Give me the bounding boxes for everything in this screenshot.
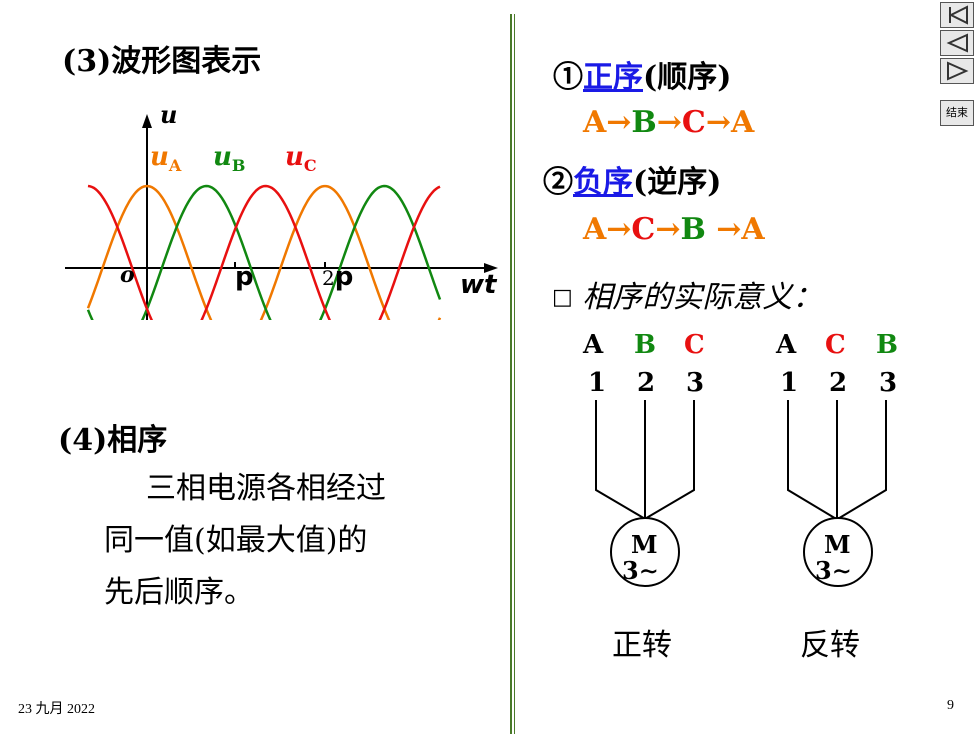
legend-ub-sub: B [231, 156, 246, 176]
waveform-chart [65, 114, 498, 320]
previous-slide-icon [946, 33, 968, 53]
end-show-button[interactable]: 结束 [940, 100, 974, 126]
motor-left-phase-2: B [634, 330, 656, 360]
previous-slide-button[interactable] [940, 30, 974, 56]
column-divider [510, 14, 512, 734]
tick-pi-label: p [235, 262, 254, 292]
neg-seq-0: A [583, 212, 607, 247]
legend-ua: uA [150, 142, 181, 175]
motor-right-terminal-3: 3 [879, 368, 898, 398]
pos-seq-2: B [631, 105, 657, 140]
pos-seq-5: → [705, 105, 731, 140]
wave-ua [86, 184, 442, 320]
tick-2pi-prefix: 2 [322, 266, 335, 290]
motor-left-terminal-2: 2 [637, 368, 656, 398]
legend-uc-sub: C [303, 156, 317, 176]
phase-desc-line-3: 先后顺序。 [104, 575, 254, 610]
motor-left-terminal-3: 3 [686, 368, 705, 398]
motor-right-phase-3: B [876, 330, 898, 360]
origin-label: o [120, 262, 135, 288]
wave-uc [87, 184, 441, 320]
motor-right-phase-2: C [825, 330, 846, 360]
pos-seq-6: A [730, 105, 755, 140]
y-axis-arrow [142, 114, 152, 128]
next-slide-icon [947, 61, 969, 81]
first-slide-icon [948, 5, 968, 25]
positive-paren: (顺序) [643, 60, 732, 95]
positive-num: ① [553, 60, 583, 95]
negative-paren: (逆序) [633, 165, 722, 200]
legend-ub: uB [213, 142, 245, 175]
x-axis-arrow [484, 263, 498, 273]
meaning-text: 相序的实际意义： [582, 280, 823, 315]
negative-num: ② [543, 165, 573, 200]
neg-seq-6: A [741, 212, 765, 247]
positive-sequence-order: A→B→C→A [583, 105, 754, 140]
neg-seq-5: → [705, 212, 742, 247]
motor-right-label-top: M [824, 530, 851, 559]
positive-sequence-heading: ①正序(顺序) [553, 52, 731, 96]
phase-desc-line-2: 同一值(如最大值)的 [104, 523, 368, 558]
neg-seq-2: C [631, 212, 656, 247]
pos-seq-4: C [681, 105, 706, 140]
positive-sequence-link[interactable]: 正序 [583, 60, 643, 95]
motor-left-circle [610, 517, 680, 587]
legend-ua-sub: A [168, 156, 182, 176]
motor-right-terminal-1: 1 [780, 368, 799, 398]
pos-seq-1: → [606, 105, 632, 140]
neg-seq-3: → [655, 212, 681, 247]
motor-right-terminal-2: 2 [829, 368, 848, 398]
motor-right-wires [787, 400, 887, 521]
motor-left-phase-3: C [684, 330, 705, 360]
neg-seq-4: B [680, 212, 706, 247]
negative-sequence-order: A→C→B →A [583, 212, 765, 247]
meaning-line: □ 相序的实际意义： [552, 272, 822, 316]
tick-2pi-label: 2p [322, 262, 353, 292]
legend-ua-base: u [150, 142, 169, 172]
legend-uc: uC [285, 142, 317, 175]
legend-uc-base: u [285, 142, 304, 172]
meaning-bullet: □ [552, 285, 573, 310]
motor-right-label-bottom: 3∼ [815, 556, 852, 585]
negative-sequence-link[interactable]: 负序 [573, 165, 633, 200]
phase-desc-line-1: 三相电源各相经过 [146, 471, 386, 506]
pos-seq-3: → [656, 105, 682, 140]
y-axis-label: u [160, 100, 178, 129]
motor-right-phase-1: A [776, 330, 797, 360]
motor-left-terminal-1: 1 [588, 368, 607, 398]
motor-left-label-bottom: 3∼ [622, 556, 659, 585]
footer-date: 23 九月 2022 [18, 702, 95, 717]
pos-seq-0: A [583, 105, 607, 140]
motor-left-phase-1: A [583, 330, 604, 360]
motor-right-circle [803, 517, 873, 587]
motor-right-caption: 反转 [800, 628, 860, 663]
neg-seq-1: → [606, 212, 632, 247]
legend-ub-base: u [213, 142, 232, 172]
motor-left-caption: 正转 [612, 628, 672, 663]
waveform-heading: (3)波形图表示 [62, 44, 262, 79]
motor-left-label-top: M [631, 530, 658, 559]
x-axis-label: wt [460, 270, 497, 300]
motor-wiring-diagram [595, 400, 887, 587]
negative-sequence-heading: ②负序(逆序) [543, 157, 721, 201]
next-slide-button[interactable] [940, 58, 974, 84]
motor-left-wires [595, 400, 695, 521]
tick-2pi-symbol: p [334, 262, 354, 292]
first-slide-button[interactable] [940, 2, 974, 28]
footer-page-number: 9 [947, 698, 954, 713]
column-divider-inner [514, 14, 515, 734]
phase-heading: (4)相序 [58, 423, 168, 458]
